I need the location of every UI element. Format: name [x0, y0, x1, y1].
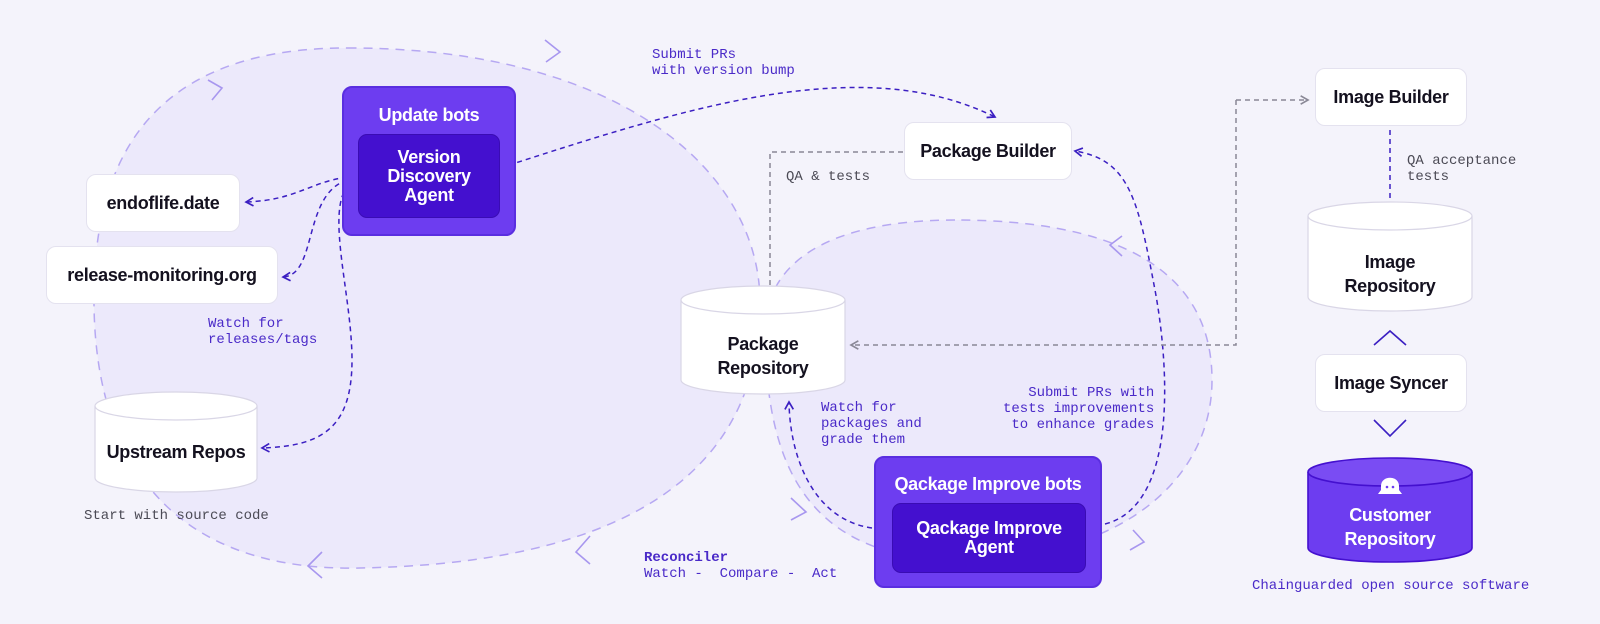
chevron-down-icon	[1373, 419, 1407, 438]
image-repository-label: Image Repository	[1344, 252, 1436, 296]
update-bots-box: Update bots Version Discovery Agent	[342, 86, 516, 236]
note-watch-packages: Watch for packages and grade them	[821, 400, 922, 448]
image-builder-box: Image Builder	[1315, 68, 1467, 126]
image-repository-cylinder	[1307, 201, 1473, 312]
arrow-submit-prs-version	[499, 86, 997, 169]
package-repository-label: Package Repository	[717, 334, 809, 378]
improve-bots-title: Qackage Improve bots	[894, 474, 1082, 494]
reconciler-steps: Watch - Compare - Act	[644, 566, 838, 582]
note-qa-acceptance: QA acceptance tests	[1407, 153, 1517, 185]
upstream-repos-label: Upstream Repos	[106, 442, 246, 462]
note-submit-prs-version: Submit PRs with version bump	[652, 47, 795, 79]
chevron-up-icon	[1373, 329, 1407, 346]
improve-bots-box: Qackage Improve bots Qackage Improve Age…	[874, 456, 1102, 588]
image-syncer-box: Image Syncer	[1315, 354, 1467, 412]
arrow-qa-tests	[765, 151, 903, 308]
reconciler-title: Reconciler	[644, 550, 729, 566]
note-watch-releases: Watch for releases/tags	[208, 316, 318, 348]
package-repository-cylinder	[680, 285, 846, 395]
arrow-to-endoflife	[244, 175, 357, 207]
update-bots-title: Update bots	[378, 105, 480, 125]
arrow-watch-packages	[784, 400, 873, 529]
note-chainguarded: Chainguarded open source software	[1252, 578, 1530, 594]
loop-chevrons	[207, 39, 1146, 579]
package-builder-box: Package Builder	[904, 122, 1072, 180]
chainguard-octopus-icon	[1378, 477, 1402, 494]
version-discovery-agent: Version Discovery Agent	[358, 134, 500, 218]
note-start-source: Start with source code	[84, 508, 269, 524]
left-loop	[93, 47, 761, 569]
note-submit-prs-tests: Submit PRs with tests improvements to en…	[1003, 385, 1155, 433]
customer-repository-label: Customer Repository	[1344, 505, 1436, 549]
improve-agent: Qackage Improve Agent	[892, 503, 1086, 573]
arrow-submit-prs-tests	[1073, 147, 1166, 525]
arrow-to-release-monitoring	[281, 177, 357, 282]
arrow-to-upstream	[260, 179, 357, 453]
upstream-repos-cylinder	[94, 391, 258, 493]
endoflife-date-box: endoflife.date	[86, 174, 240, 232]
release-monitoring-box: release-monitoring.org	[46, 246, 278, 304]
arrow-package-to-image	[849, 100, 1237, 350]
customer-repository-cylinder	[1307, 457, 1473, 563]
note-qa-tests: QA & tests	[786, 169, 871, 185]
